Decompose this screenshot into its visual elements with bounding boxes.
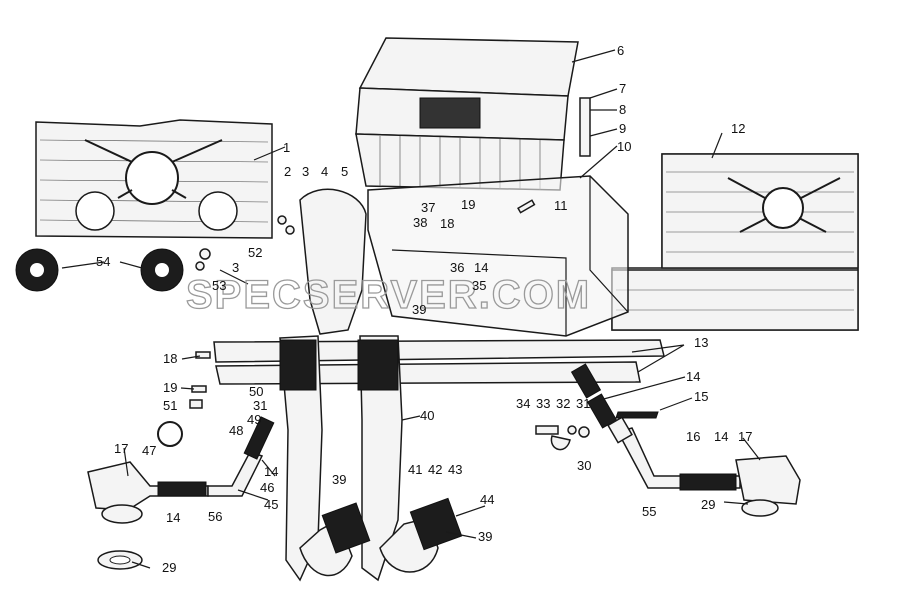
callout-31-left: 31 bbox=[253, 398, 267, 413]
callout-14-left: 14 bbox=[264, 464, 278, 479]
callout-54: 54 bbox=[96, 254, 110, 269]
callout-29-left: 29 bbox=[162, 560, 176, 575]
battery-pack bbox=[355, 37, 579, 191]
watermark: SPECSERVER.COM bbox=[186, 273, 591, 317]
right-shield-panel bbox=[611, 153, 859, 331]
callout-4: 4 bbox=[321, 164, 328, 179]
small-pipe-sections bbox=[570, 363, 659, 444]
callout-43: 43 bbox=[448, 462, 462, 477]
callout-17-left: 17 bbox=[114, 441, 128, 456]
callout-29-right: 29 bbox=[701, 497, 715, 512]
callout-11: 11 bbox=[554, 198, 568, 213]
callout-35: 35 bbox=[472, 278, 486, 293]
callout-13: 13 bbox=[694, 335, 708, 350]
left-lower-pipe bbox=[87, 416, 275, 524]
main-pipes bbox=[279, 188, 463, 582]
callout-17-right: 17 bbox=[738, 429, 752, 444]
callout-14-right: 14 bbox=[714, 429, 728, 444]
callout-14-lower: 14 bbox=[166, 510, 180, 525]
callout-44: 44 bbox=[480, 492, 494, 507]
callout-55: 55 bbox=[642, 504, 656, 519]
callout-19-frame: 19 bbox=[461, 197, 475, 212]
callout-6: 6 bbox=[617, 43, 624, 58]
callout-3: 3 bbox=[302, 164, 309, 179]
frame-rails bbox=[213, 339, 665, 385]
callout-45: 45 bbox=[264, 497, 278, 512]
callout-labels: 1 2 3 4 5 6 7 8 9 10 11 12 13 14 14 14 1… bbox=[96, 43, 752, 575]
right-lower-pipe bbox=[616, 427, 801, 517]
callout-3-lower: 3 bbox=[232, 260, 239, 275]
callout-37: 37 bbox=[421, 200, 435, 215]
callout-52: 52 bbox=[248, 245, 262, 260]
left-shield-panel bbox=[35, 119, 273, 239]
callout-51: 51 bbox=[163, 398, 177, 413]
gasket-left bbox=[97, 550, 143, 570]
callout-41: 41 bbox=[408, 462, 422, 477]
callout-30: 30 bbox=[577, 458, 591, 473]
callout-9: 9 bbox=[619, 121, 626, 136]
callout-56: 56 bbox=[208, 509, 222, 524]
fasteners bbox=[157, 97, 591, 451]
callout-14-rail: 14 bbox=[686, 369, 700, 384]
callout-1: 1 bbox=[283, 140, 290, 155]
callout-48: 48 bbox=[229, 423, 243, 438]
mounting-frame bbox=[367, 175, 629, 337]
callout-14-frame: 14 bbox=[474, 260, 488, 275]
callout-39-top: 39 bbox=[412, 302, 426, 317]
callout-53: 53 bbox=[212, 278, 226, 293]
leader-lines bbox=[61, 49, 761, 569]
callout-15: 15 bbox=[694, 389, 708, 404]
callout-2: 2 bbox=[284, 164, 291, 179]
callout-46: 46 bbox=[260, 480, 274, 495]
callout-33: 33 bbox=[536, 396, 550, 411]
callout-31-right: 31 bbox=[576, 396, 590, 411]
callout-12: 12 bbox=[731, 121, 745, 136]
callout-8: 8 bbox=[619, 102, 626, 117]
callout-19-left: 19 bbox=[163, 380, 177, 395]
callout-10: 10 bbox=[617, 139, 631, 154]
callout-7: 7 bbox=[619, 81, 626, 96]
callout-36: 36 bbox=[450, 260, 464, 275]
callout-34: 34 bbox=[516, 396, 530, 411]
callout-18-frame: 18 bbox=[440, 216, 454, 231]
callout-42: 42 bbox=[428, 462, 442, 477]
callout-40: 40 bbox=[420, 408, 434, 423]
callout-16: 16 bbox=[686, 429, 700, 444]
callout-5: 5 bbox=[341, 164, 348, 179]
callout-38: 38 bbox=[413, 215, 427, 230]
callout-49: 49 bbox=[247, 412, 261, 427]
callout-50: 50 bbox=[249, 384, 263, 399]
callout-18-left: 18 bbox=[163, 351, 177, 366]
callout-39-mid: 39 bbox=[332, 472, 346, 487]
rubber-pads bbox=[15, 248, 184, 292]
callout-47: 47 bbox=[142, 443, 156, 458]
callout-39-bottom: 39 bbox=[478, 529, 492, 544]
callout-32: 32 bbox=[556, 396, 570, 411]
